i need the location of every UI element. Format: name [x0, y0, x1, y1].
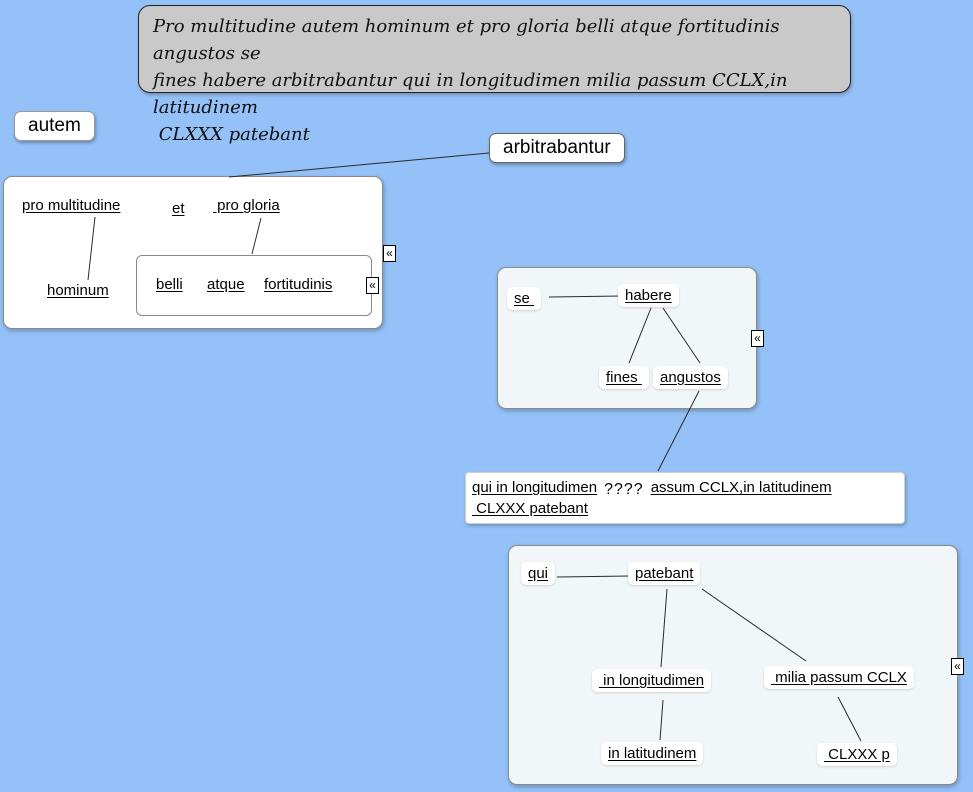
word-habere[interactable]: habere	[618, 284, 679, 307]
collapse-icon[interactable]: «	[366, 277, 379, 294]
quiz-text-left: qui in longitudimen	[472, 479, 598, 496]
word-et[interactable]: et	[172, 200, 185, 217]
word-fines[interactable]: fines	[599, 366, 649, 389]
word-hominum[interactable]: hominum	[47, 282, 109, 299]
word-clxxx-p[interactable]: CLXXX p	[817, 743, 897, 766]
word-patebant[interactable]: patebant	[628, 562, 701, 585]
node-arbitrabantur[interactable]: arbitrabantur	[489, 133, 625, 163]
sentence-line-1: Pro multitudine autem hominum et pro glo…	[153, 16, 786, 64]
quiz-line-2: CLXXX patebant	[472, 498, 898, 519]
word-in-longitudimen[interactable]: in longitudimen	[592, 669, 712, 692]
collapse-icon[interactable]: «	[383, 245, 396, 262]
sentence-line-3: CLXXX patebant	[153, 124, 310, 145]
word-qui[interactable]: qui	[521, 562, 556, 585]
panel-belli-group	[136, 255, 372, 316]
quiz-text-right: assum CCLX,in latitudinem	[650, 479, 832, 496]
word-fortitudinis[interactable]: fortitudinis	[264, 276, 333, 293]
quiz-box: qui in longitudimen???? assum CCLX,in lat…	[465, 472, 905, 524]
word-in-latitudinem[interactable]: in latitudinem	[601, 742, 704, 765]
word-se[interactable]: se	[507, 287, 542, 310]
node-autem[interactable]: autem	[14, 111, 95, 141]
sentence-box: Pro multitudine autem hominum et pro glo…	[138, 5, 851, 145]
collapse-icon[interactable]: «	[951, 658, 964, 675]
word-milia-passum-cclx[interactable]: milia passum CCLX	[764, 666, 914, 689]
word-belli[interactable]: belli	[156, 276, 183, 293]
word-angustos[interactable]: angustos	[653, 366, 728, 389]
word-pro-multitudine[interactable]: pro multitudine	[22, 197, 121, 214]
collapse-icon[interactable]: «	[751, 330, 764, 347]
quiz-blank[interactable]: ????	[604, 481, 644, 498]
quiz-text-line2: CLXXX patebant	[472, 500, 588, 517]
word-atque[interactable]: atque	[207, 276, 245, 293]
quiz-line-1: qui in longitudimen???? assum CCLX,in lat…	[472, 477, 898, 498]
word-pro-gloria[interactable]: pro gloria	[213, 197, 280, 214]
sentence-line-2: fines habere arbitrabantur qui in longit…	[153, 70, 794, 118]
